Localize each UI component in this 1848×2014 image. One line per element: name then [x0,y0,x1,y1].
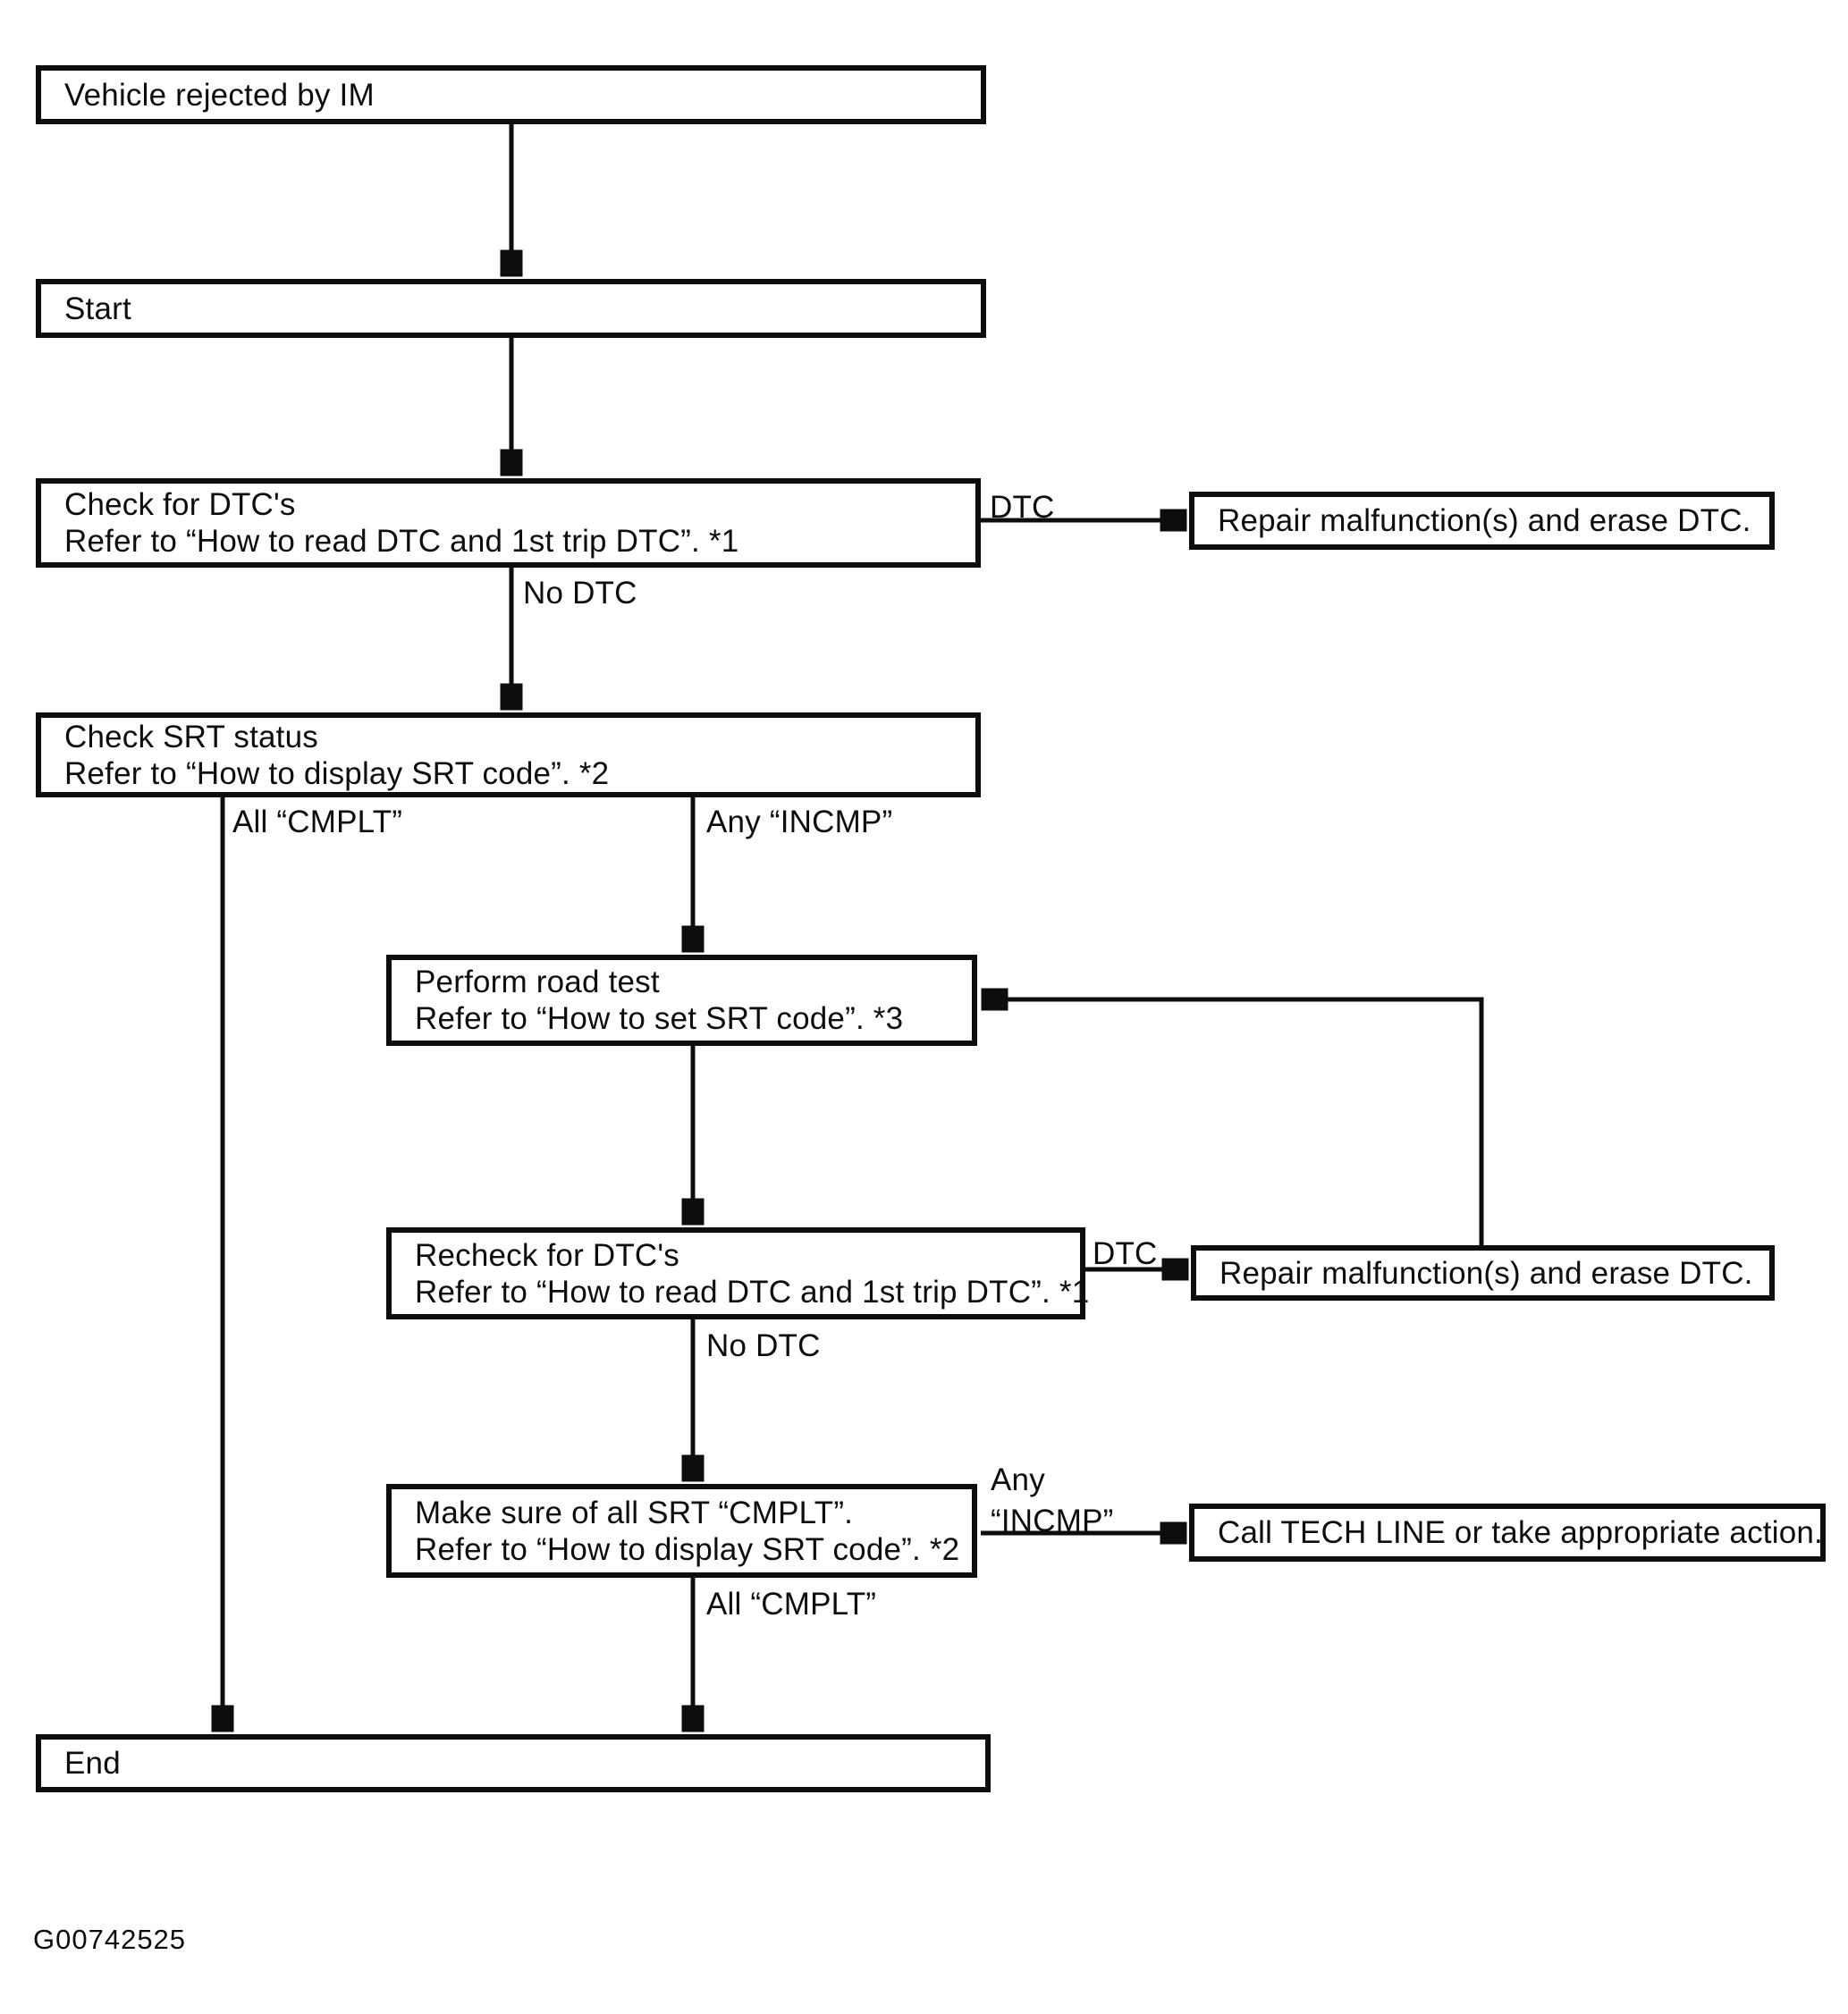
edge-label-any-incmp-2: Any “INCMP” [991,1460,1114,1542]
node-text-line2: Refer to “How to read DTC and 1st trip D… [415,1274,1090,1310]
node-repair-erase-2: Repair malfunction(s) and erase DTC. [1191,1245,1775,1301]
edge-label-dtc-1: DTC [990,490,1055,525]
node-text-line2: Refer to “How to read DTC and 1st trip D… [64,524,739,559]
edge-label-line2: “INCMP” [991,1504,1114,1538]
node-text-line1: Make sure of all SRT “CMPLT”. [415,1495,854,1530]
node-text-line2: Refer to “How to display SRT code”. *2 [415,1531,960,1567]
node-text: End [64,1746,121,1781]
node-make-sure-srt: Make sure of all SRT “CMPLT”. Refer to “… [386,1484,977,1578]
edge-label-line1: Any [991,1462,1045,1497]
node-check-dtc: Check for DTC's Refer to “How to read DT… [36,478,981,568]
node-text: Repair malfunction(s) and erase DTC. [1219,1255,1753,1291]
node-call-tech-line: Call TECH LINE or take appropriate actio… [1189,1504,1826,1562]
node-text: Repair malfunction(s) and erase DTC. [1218,503,1751,538]
node-text: Call TECH LINE or take appropriate actio… [1218,1515,1823,1550]
edge-label-no-dtc-2: No DTC [706,1328,821,1363]
node-repair-erase-1: Repair malfunction(s) and erase DTC. [1189,492,1775,550]
node-text-line2: Refer to “How to display SRT code”. *2 [64,755,610,791]
node-text: Start [64,291,131,326]
edge-label-all-cmplt-1: All “CMPLT” [232,805,403,839]
edge-label-no-dtc-1: No DTC [523,576,637,611]
node-text-line1: Check for DTC's [64,487,296,522]
node-end: End [36,1734,991,1792]
node-start: Start [36,279,986,338]
node-text-line1: Recheck for DTC's [415,1237,679,1273]
node-road-test: Perform road test Refer to “How to set S… [386,955,977,1046]
node-text-line1: Check SRT status [64,719,318,754]
node-text-line2: Refer to “How to set SRT code”. *3 [415,1001,904,1036]
node-check-srt: Check SRT status Refer to “How to displa… [36,712,981,797]
figure-code: G00742525 [33,1924,187,1955]
node-text: Vehicle rejected by IM [64,77,375,113]
edge-repair2-loop-to-roadtest [983,999,1484,1245]
edge-label-dtc-2: DTC [1093,1236,1158,1271]
node-vehicle-rejected: Vehicle rejected by IM [36,65,986,124]
edge-label-any-incmp-1: Any “INCMP” [706,805,893,839]
edge-label-all-cmplt-2: All “CMPLT” [706,1587,877,1622]
node-recheck-dtc: Recheck for DTC's Refer to “How to read … [386,1227,1090,1319]
node-text-line1: Perform road test [415,965,660,999]
